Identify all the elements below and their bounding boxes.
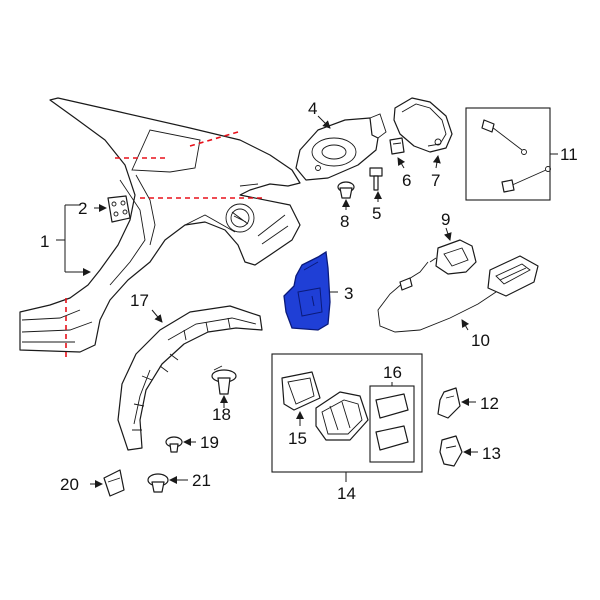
callout-6: 6	[397, 157, 411, 190]
callout-8: 8	[340, 199, 350, 231]
callout-9: 9	[441, 210, 452, 241]
screw-part[interactable]	[369, 167, 383, 191]
callout-1: 1	[40, 204, 91, 276]
quarter-panel-part[interactable]	[19, 97, 301, 353]
svg-text:6: 6	[402, 171, 411, 190]
clip-13-part[interactable]	[439, 435, 463, 467]
pads-box[interactable]	[369, 385, 415, 463]
svg-text:10: 10	[471, 331, 490, 350]
part-3-shape	[283, 250, 331, 331]
callout-11: 11	[550, 145, 578, 164]
fuel-door-part[interactable]	[393, 97, 453, 153]
fuel-filler-box[interactable]	[271, 353, 423, 473]
callout-12: 12	[461, 394, 499, 413]
release-cable-part[interactable]	[377, 255, 539, 333]
callout-7: 7	[431, 155, 441, 190]
svg-text:21: 21	[192, 471, 211, 490]
seal-part[interactable]	[281, 371, 321, 411]
svg-text:20: 20	[60, 475, 79, 494]
clip-19-part[interactable]	[165, 436, 183, 453]
callout-19: 19	[183, 433, 219, 452]
svg-text:16: 16	[383, 363, 402, 382]
svg-text:8: 8	[340, 212, 349, 231]
svg-text:3: 3	[344, 284, 353, 303]
bracket-plate-part[interactable]	[107, 195, 131, 223]
push-clip-18-part[interactable]	[211, 365, 237, 395]
svg-text:2: 2	[78, 199, 87, 218]
cable-ends-box[interactable]	[465, 107, 551, 201]
callout-2: 2	[78, 199, 107, 218]
wheelhouse-liner-part[interactable]	[117, 305, 263, 451]
callout-15: 15	[288, 411, 307, 448]
fuel-door-housing-part[interactable]	[295, 113, 387, 181]
callout-17: 17	[130, 291, 163, 323]
bracket-20-part[interactable]	[103, 469, 125, 497]
callout-14: 14	[337, 472, 356, 503]
callout-21: 21	[169, 471, 211, 490]
callout-5: 5	[372, 191, 382, 223]
svg-text:15: 15	[288, 429, 307, 448]
svg-text:5: 5	[372, 204, 381, 223]
callout-10: 10	[461, 319, 490, 350]
svg-text:9: 9	[441, 210, 450, 229]
svg-text:17: 17	[130, 291, 149, 310]
highlighted-part-3[interactable]	[283, 250, 331, 331]
svg-text:7: 7	[431, 171, 440, 190]
callout-20: 20	[60, 475, 103, 494]
grommet-part[interactable]	[337, 181, 355, 199]
filler-housing-part[interactable]	[315, 391, 369, 441]
svg-text:14: 14	[337, 484, 356, 503]
callout-16: 16	[383, 363, 402, 386]
svg-text:11: 11	[560, 145, 578, 164]
callout-13: 13	[463, 444, 501, 463]
clip-12-part[interactable]	[437, 387, 461, 419]
svg-text:12: 12	[480, 394, 499, 413]
svg-text:19: 19	[200, 433, 219, 452]
svg-text:13: 13	[482, 444, 501, 463]
callout-18: 18	[212, 395, 231, 424]
callout-3: 3	[330, 284, 353, 303]
actuator-part[interactable]	[429, 239, 477, 275]
svg-text:1: 1	[40, 232, 49, 251]
svg-text:18: 18	[212, 405, 231, 424]
svg-text:4: 4	[308, 99, 317, 118]
callout-4: 4	[308, 99, 331, 129]
clip-21-part[interactable]	[147, 473, 169, 493]
clip-part[interactable]	[389, 137, 405, 155]
